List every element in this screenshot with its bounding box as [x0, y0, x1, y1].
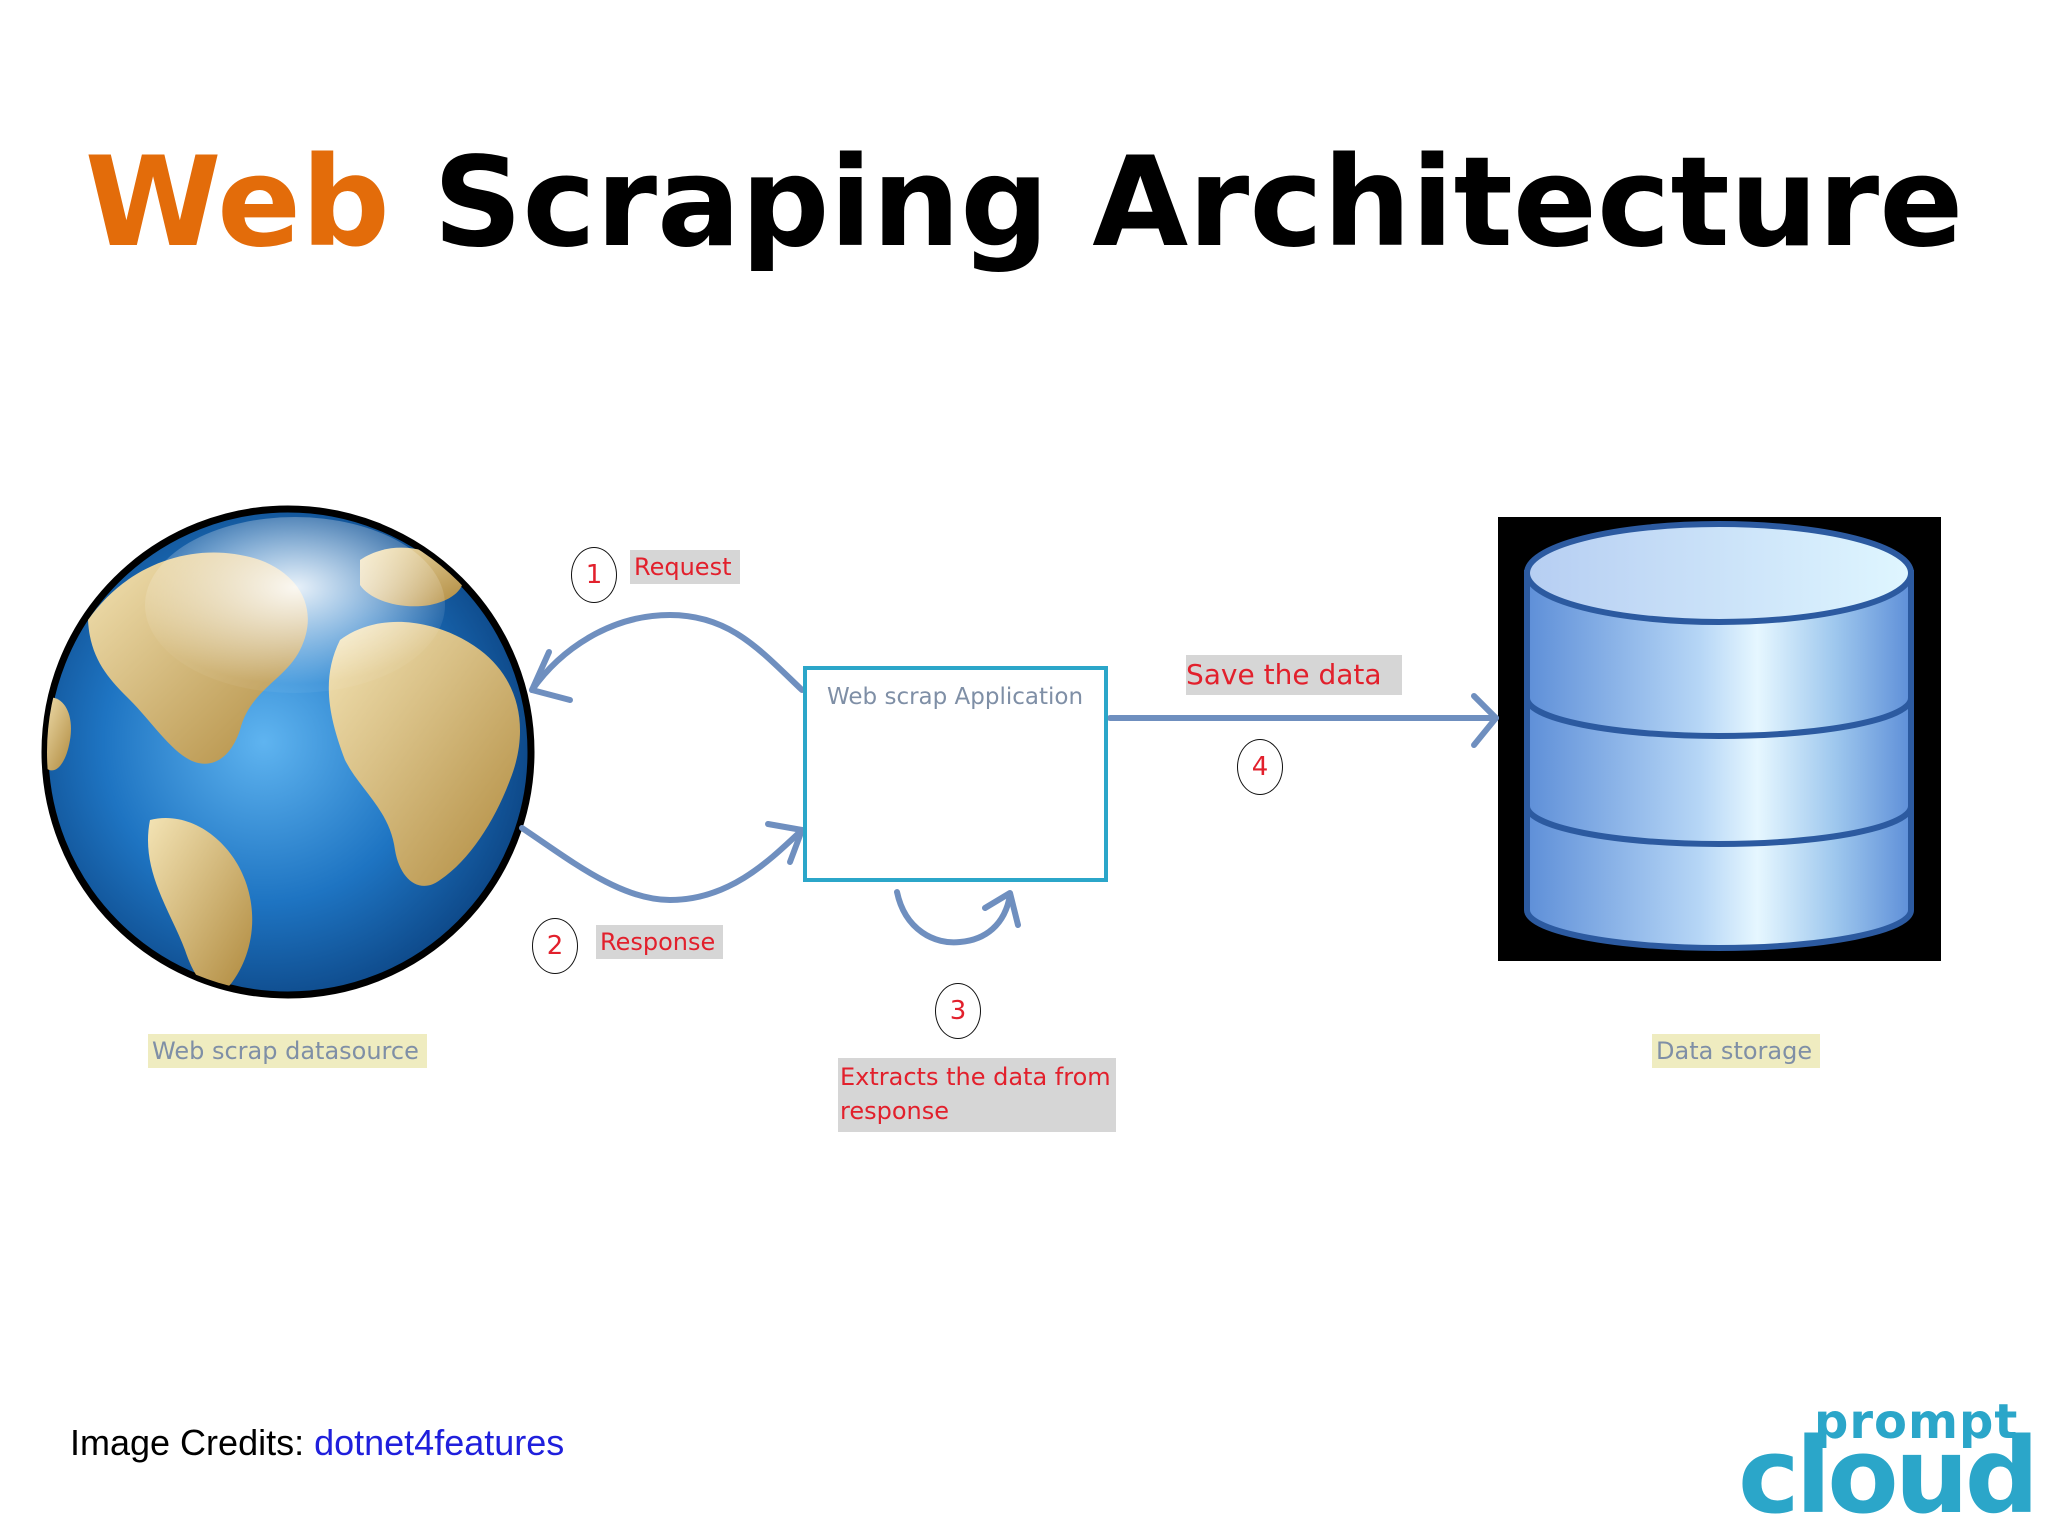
- logo-top-text: prompt: [1814, 1394, 2019, 1450]
- extract-label: Extracts the data from response: [838, 1058, 1116, 1132]
- storage-label: Data storage: [1652, 1034, 1821, 1068]
- request-arrow: [529, 612, 805, 693]
- step-1-marker: 1: [571, 547, 617, 603]
- title-accent-word: Web: [84, 131, 390, 275]
- extract-arrowhead: [982, 890, 1021, 928]
- web-scrap-application-box: Web scrap Application: [803, 666, 1108, 882]
- response-label: Response: [596, 925, 724, 959]
- save-arrowhead: [1471, 693, 1499, 748]
- credits-prefix: Image Credits:: [70, 1422, 315, 1463]
- datasource-label: Web scrap datasource: [148, 1034, 427, 1068]
- title-rest: Scraping Architecture: [389, 131, 1964, 275]
- request-arrowhead: [529, 649, 573, 703]
- extract-arrow: [894, 889, 1013, 946]
- credits-link[interactable]: dotnet4features: [314, 1422, 565, 1463]
- step-3-marker: 3: [935, 983, 981, 1039]
- response-arrow: [519, 825, 805, 903]
- image-credits: Image Credits: dotnet4features: [70, 1422, 564, 1464]
- response-arrowhead: [765, 821, 805, 865]
- globe-icon: [41, 505, 535, 999]
- app-label: Web scrap Application: [827, 684, 1084, 710]
- database-icon: [1498, 517, 1941, 961]
- step-4-marker: 4: [1237, 739, 1283, 795]
- slide-title: Web Scraping Architecture: [0, 128, 2048, 278]
- save-label: Save the data: [1186, 655, 1402, 695]
- promptcloud-logo: prompt cloud: [1738, 1394, 2039, 1528]
- logo-bottom-text: cloud: [1738, 1415, 2039, 1537]
- step-2-marker: 2: [532, 918, 578, 974]
- request-label: Request: [630, 550, 740, 584]
